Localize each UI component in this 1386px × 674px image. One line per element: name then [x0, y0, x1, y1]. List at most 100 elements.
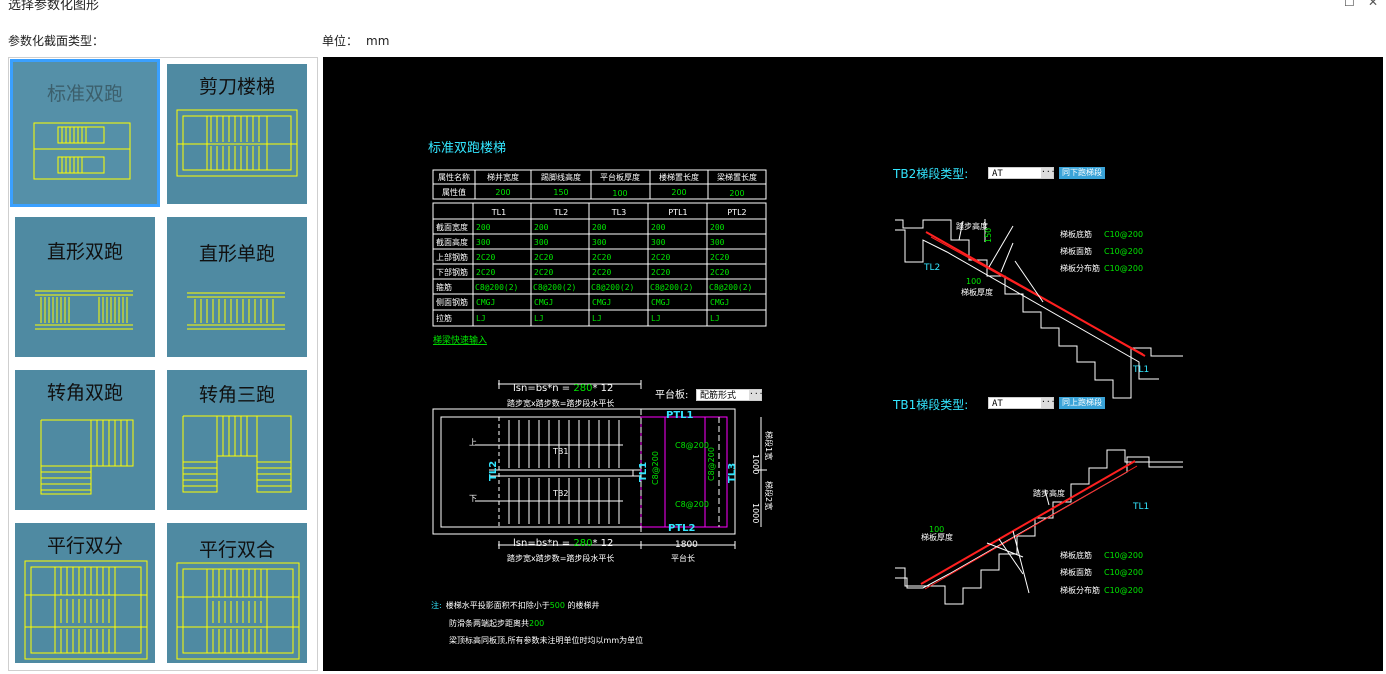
- tb1-dist-rebar-label: 梯板分布筋: [1060, 585, 1100, 595]
- up-arrow-label: 上: [469, 438, 477, 447]
- tb2-step-height-value[interactable]: 150: [984, 228, 993, 243]
- tile-name: 平行双分: [46, 535, 123, 557]
- beam-cell[interactable]: LJ: [592, 314, 602, 323]
- beam-cell[interactable]: 2C20: [534, 268, 553, 277]
- beam-cell[interactable]: 200: [592, 223, 607, 232]
- down-arrow-label: 下: [469, 494, 477, 503]
- tile-straight-double[interactable]: 直形双跑: [15, 217, 155, 357]
- tb1-type-select[interactable]: AT···: [988, 397, 1056, 409]
- beam-cell[interactable]: 2C20: [476, 268, 495, 277]
- tile-straight-single[interactable]: 直形单跑: [167, 217, 307, 357]
- cad-drawing: 标准双跑楼梯 属性名称 梯井宽度 踢脚线高度 平台板厚度 楼梯置长度 梁梯置长度…: [428, 141, 1183, 645]
- beam-cell[interactable]: LJ: [534, 314, 544, 323]
- tb2-type-value: AT: [992, 169, 1003, 179]
- beam-cell[interactable]: CMGJ: [651, 298, 670, 307]
- beam-cell[interactable]: CMGJ: [476, 298, 495, 307]
- prop-table-grid: [432, 169, 767, 200]
- tb2-copy-button[interactable]: 同下跑梯段: [1059, 167, 1105, 179]
- beam-col-header: PTL2: [727, 208, 746, 217]
- note-line2-b[interactable]: 200: [529, 619, 544, 628]
- tile-corner-triple[interactable]: 转角三跑: [167, 370, 307, 510]
- more-icon[interactable]: ···: [1041, 167, 1056, 178]
- formula-value[interactable]: 280: [573, 383, 592, 394]
- tile-corner-double[interactable]: 转角双跑: [15, 370, 155, 510]
- tb1-thickness-value[interactable]: 100: [929, 525, 944, 534]
- width-1-label: 梯段1宽: [764, 431, 774, 460]
- beam-cell[interactable]: 2C20: [651, 253, 670, 262]
- beam-cell[interactable]: 200: [476, 223, 491, 232]
- more-icon[interactable]: ···: [1041, 397, 1056, 408]
- tb1-copy-button[interactable]: 同上跑梯段: [1059, 397, 1105, 409]
- beam-cell[interactable]: 2C20: [534, 253, 553, 262]
- beam-cell[interactable]: 2C20: [710, 253, 729, 262]
- note-line1-b[interactable]: 500: [550, 601, 565, 610]
- maximize-icon[interactable]: ☐: [1344, 0, 1355, 9]
- beam-cell[interactable]: CMGJ: [592, 298, 611, 307]
- beam-cell[interactable]: 2C20: [651, 268, 670, 277]
- bottom-formula-desc: 踏步宽x踏步数=踏步段水平长: [507, 553, 614, 563]
- beam-cell[interactable]: 2C20: [476, 253, 495, 262]
- formula-value[interactable]: 280: [573, 538, 592, 549]
- beam-cell[interactable]: 200: [651, 223, 666, 232]
- beam-cell[interactable]: 200: [710, 223, 725, 232]
- beam-cell[interactable]: C8@200(2): [709, 283, 752, 292]
- section-type-label: 参数化截面类型：: [8, 34, 105, 48]
- tile-name: 剪刀楼梯: [198, 76, 275, 98]
- beam-cell[interactable]: 2C20: [592, 253, 611, 262]
- prop-header-0: 属性名称: [438, 172, 470, 182]
- close-icon[interactable]: ✕: [1368, 0, 1379, 9]
- beam-col-header: PTL1: [668, 208, 687, 217]
- beam-cell[interactable]: 300: [592, 238, 607, 247]
- c8-top-label: C8@200: [675, 441, 709, 450]
- unit-label: 单位：mm: [322, 32, 389, 49]
- scissor-stair-icon: [176, 109, 298, 177]
- prop-value[interactable]: 200: [671, 188, 686, 197]
- tb1-dist-rebar-value[interactable]: C10@200: [1104, 586, 1143, 595]
- tb1-bottom-rebar-value[interactable]: C10@200: [1104, 551, 1143, 560]
- notes: 注:楼梯水平投影面积不扣除小于500 的楼梯井 防滑条两端起步距离共200 梁顶…: [431, 600, 643, 645]
- tb2-dist-rebar-label: 梯板分布筋: [1060, 263, 1100, 273]
- beam-cell[interactable]: 2C20: [710, 268, 729, 277]
- formula-mult: * 12: [592, 383, 613, 394]
- beam-cell[interactable]: C8@200(2): [650, 283, 693, 292]
- tile-scissor[interactable]: 剪刀楼梯: [167, 64, 307, 204]
- beam-cell[interactable]: 300: [476, 238, 491, 247]
- beam-cell[interactable]: C8@200(2): [475, 283, 518, 292]
- beam-cell[interactable]: 300: [651, 238, 666, 247]
- beam-cell[interactable]: LJ: [651, 314, 661, 323]
- beam-cell[interactable]: LJ: [710, 314, 720, 323]
- beam-cell[interactable]: C8@200(2): [533, 283, 576, 292]
- beam-cell[interactable]: 300: [534, 238, 549, 247]
- beam-cell[interactable]: 2C20: [592, 268, 611, 277]
- beam-cell[interactable]: CMGJ: [710, 298, 729, 307]
- beam-cell[interactable]: 300: [710, 238, 725, 247]
- dim-1000-b: 1000: [751, 503, 760, 523]
- ptl2-label: PTL2: [668, 523, 696, 534]
- platform-select[interactable]: 配筋形式···: [696, 389, 764, 401]
- beam-cell[interactable]: CMGJ: [534, 298, 553, 307]
- beam-cell[interactable]: LJ: [476, 314, 486, 323]
- prop-value[interactable]: 200: [495, 188, 510, 197]
- tile-parallel-split[interactable]: 平行双分: [15, 523, 155, 663]
- beam-row-label: 截面宽度: [436, 222, 468, 232]
- beam-cell[interactable]: 200: [534, 223, 549, 232]
- tb2-bottom-rebar-value[interactable]: C10@200: [1104, 230, 1143, 239]
- beam-col-header: TL3: [611, 208, 626, 217]
- beam-row-label: 侧面钢筋: [436, 297, 468, 307]
- more-icon[interactable]: ···: [749, 389, 764, 400]
- tile-name: 平行双合: [198, 539, 275, 561]
- beam-cell[interactable]: C8@200(2): [591, 283, 634, 292]
- tile-standard-double[interactable]: 标准双跑: [10, 59, 160, 207]
- prop-value[interactable]: 100: [612, 189, 627, 198]
- unit-label-text: 单位：: [322, 34, 359, 48]
- tb2-type-select[interactable]: AT ···: [988, 167, 1056, 179]
- tile-parallel-merge[interactable]: 平行双合: [167, 523, 307, 663]
- tb2-thickness-value[interactable]: 100: [966, 277, 981, 286]
- tb2-dist-rebar-value[interactable]: C10@200: [1104, 264, 1143, 273]
- prop-value[interactable]: 200: [729, 189, 744, 198]
- prop-value[interactable]: 150: [553, 188, 568, 197]
- tb1-top-rebar-value[interactable]: C10@200: [1104, 568, 1143, 577]
- tb2-top-rebar-value[interactable]: C10@200: [1104, 247, 1143, 256]
- quick-input-link[interactable]: 梯梁快速输入: [433, 334, 487, 346]
- beam-row-label: 拉筋: [436, 313, 452, 323]
